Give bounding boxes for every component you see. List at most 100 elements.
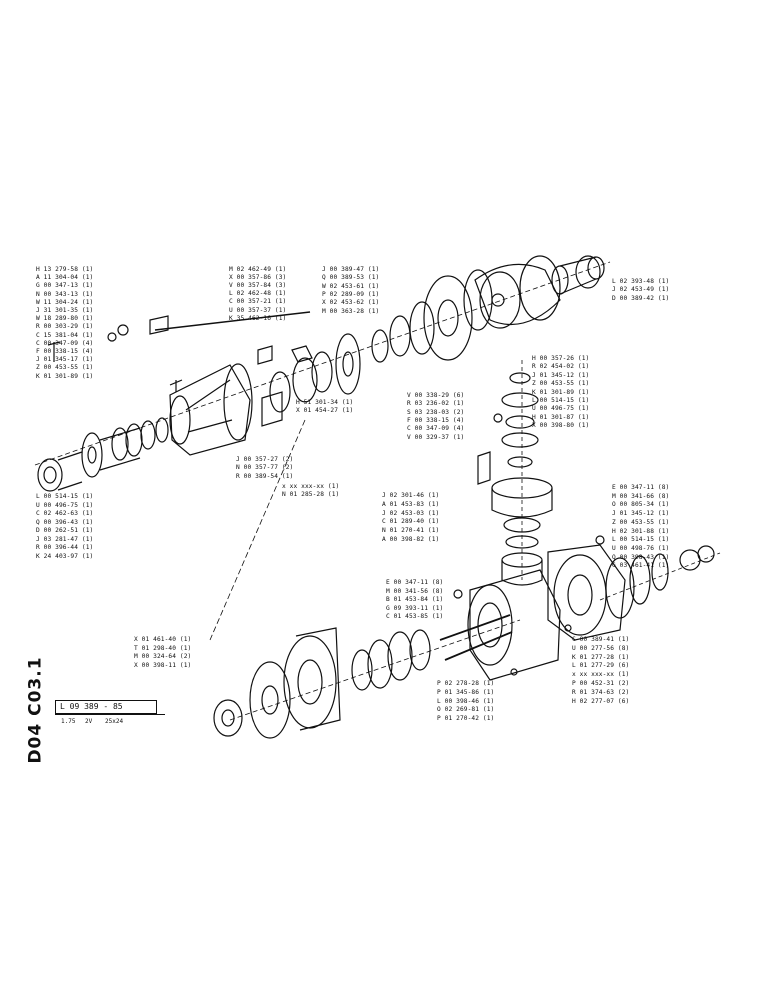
lower-gear-housing — [439, 569, 561, 681]
part-callout-bottom-right: H 02 277-07 (6) — [572, 697, 630, 705]
upper-right-drum — [474, 255, 561, 329]
part-callout-right-group: O 00 805-34 (1) — [612, 501, 670, 509]
part-callout-bottom-left: X 01 461-40 (1) — [134, 636, 192, 643]
upper-gear-group — [371, 269, 493, 363]
part-callout-right-group: J 01 345-12 (1) — [612, 510, 670, 518]
part-callout-bottom-left: M 00 324-64 (2) — [134, 653, 192, 661]
part-callout-upper-left: J 01 345-17 (1) — [36, 356, 94, 364]
part-callout-upper-right: J 00 389-47 (1) — [322, 266, 380, 273]
part-callout-center-right: R 02 454-02 (1) — [532, 363, 590, 371]
title-footer: 1.75 2V 25x24 — [55, 714, 165, 727]
left-bearings — [111, 417, 169, 461]
part-callout-center-stack: N 01 270-41 (1) — [382, 527, 440, 535]
part-callout-far-right: J 02 453-49 (1) — [612, 286, 670, 294]
part-callout-upper-left: W 18 289-80 (1) — [36, 315, 94, 323]
upper-left-small-parts — [47, 311, 311, 392]
part-callout-bottom-right: P 00 452-31 (2) — [572, 680, 630, 687]
footer-small: 1.75 — [61, 718, 76, 725]
part-callout-bottom-left: T 01 298-40 (1) — [134, 644, 192, 652]
right-output-housing — [547, 535, 721, 641]
part-callout-bottom-center: L 00 398-46 (1) — [437, 697, 495, 705]
part-callout-upper-right: Q 00 389-53 (1) — [322, 274, 380, 282]
part-callout-bottom-center: O 02 269-81 (1) — [437, 706, 495, 714]
part-callout-bottom-center: P 02 278-28 (1) — [437, 680, 495, 687]
vertical-column-assembly — [477, 360, 553, 586]
part-callout-center-mid: V 00 329-37 (1) — [407, 433, 465, 441]
part-callout-upper-right: P 02 289-09 (1) — [322, 290, 380, 298]
part-callout-upper-middle: K 35 462-16 (1) — [229, 314, 287, 322]
part-callout-upper-left: F 00 338-15 (4) — [36, 348, 94, 355]
part-callout-upper-left: Z 00 453-55 (1) — [36, 364, 94, 372]
part-callout-bottom-right: C 00 389-41 (1) — [572, 636, 630, 643]
part-callout-upper-middle: X 00 357-86 (3) — [229, 274, 287, 282]
part-callout-lower-left: Q 00 396-43 (1) — [36, 518, 94, 526]
part-callout-lower-left: J 03 281-47 (1) — [36, 535, 94, 543]
part-callout-center-lower: R 00 389-54 (1) — [236, 472, 294, 480]
part-callout-upper-middle: V 00 357-84 (3) — [229, 282, 287, 290]
drawing-number-box: L 09 389 - 85 — [55, 700, 157, 714]
part-callout-upper-left: H 13 279-58 (1) — [36, 266, 94, 273]
drawing-number: L 09 389 - 85 — [60, 702, 123, 711]
part-callout-upper-middle: M 02 462-49 (1) — [229, 266, 287, 273]
part-callout-upper-right: X 02 453-62 (1) — [322, 299, 380, 307]
part-callout-upper-left: C 15 381-04 (1) — [36, 331, 94, 339]
part-callout-lower-left: R 00 396-44 (1) — [36, 544, 94, 551]
part-callout-lower-left: D 00 262-51 (1) — [36, 527, 94, 534]
part-callout-center-lower: X 01 454-27 (1) — [296, 407, 354, 414]
left-cone-housing — [169, 363, 253, 456]
part-callout-upper-left: G 00 347-13 (1) — [36, 282, 94, 290]
assembly-link-line — [209, 419, 306, 641]
left-end-nut — [37, 451, 83, 492]
part-callout-center-stack: J 02 301-46 (1) — [382, 492, 440, 499]
part-callout-upper-left: K 01 301-89 (1) — [36, 372, 94, 380]
part-callout-center-mid: V 00 338-29 (6) — [407, 392, 465, 399]
part-callout-center-bottom-left: B 01 453-84 (1) — [386, 596, 444, 603]
upper-right-end-bearing — [551, 255, 605, 295]
part-callout-center-mid: S 03 238-03 (2) — [407, 408, 465, 416]
footer-size: 25x24 — [105, 718, 124, 725]
part-callout-right-group: Q 00 398-43 (1) — [612, 553, 670, 561]
part-callout-right-group: Z 00 453-55 (1) — [612, 518, 670, 526]
part-callout-center-lower: H 51 301-34 (1) — [296, 399, 354, 406]
part-callout-bottom-right: L 01 277-29 (6) — [572, 662, 630, 670]
part-callout-center-right: J 01 345-12 (1) — [532, 371, 590, 379]
part-callout-center-right: L 00 514-15 (1) — [532, 397, 590, 404]
part-callout-center-bottom-left: M 00 341-56 (8) — [386, 587, 444, 595]
upper-shaft-axis — [34, 261, 611, 466]
part-callout-bottom-right: R 01 374-63 (2) — [572, 688, 630, 696]
left-flange — [81, 427, 141, 478]
part-callout-center-lower: N 00 357-77 (2) — [236, 464, 294, 472]
part-callout-upper-middle: C 00 357-21 (1) — [229, 298, 287, 306]
part-callout-center-right: Z 00 453-55 (1) — [532, 380, 590, 388]
part-callout-center-right: U 00 496-75 (1) — [532, 405, 590, 413]
part-callout-center-mid: F 00 338-15 (4) — [407, 416, 465, 424]
part-callout-bottom-left: X 00 398-11 (1) — [134, 661, 192, 669]
part-callout-lower-left: L 00 514-15 (1) — [36, 493, 94, 500]
part-callout-center-right: X 00 398-80 (1) — [532, 422, 590, 430]
part-callout-upper-middle: L 02 462-48 (1) — [229, 290, 287, 298]
part-callout-center-mid: R 03 236-02 (1) — [407, 400, 465, 408]
part-callout-center-right: H 01 301-87 (1) — [532, 413, 590, 421]
part-callout-right-group: E 00 347-11 (8) — [612, 484, 670, 491]
part-callout-right-group: H 02 301-88 (1) — [612, 527, 670, 535]
lower-shaft-parts — [213, 589, 572, 739]
part-callout-upper-right: M 00 363-28 (1) — [322, 307, 380, 315]
part-callout-right-group: U 00 498-76 (1) — [612, 544, 670, 552]
part-callout-lower-left: C 02 462-63 (1) — [36, 510, 94, 517]
part-callout-upper-left: N 00 343-13 (1) — [36, 290, 94, 298]
part-callout-upper-left: J 31 301-35 (1) — [36, 307, 94, 314]
footer-model: 2V — [85, 718, 93, 725]
part-callout-center-bottom-left: G 09 393-11 (1) — [386, 604, 444, 612]
part-callout-bottom-right: K 01 277-28 (1) — [572, 653, 630, 661]
part-callout-upper-right: W 02 453-61 (1) — [322, 282, 380, 290]
part-callout-center-lower: J 00 357-27 (2) — [236, 456, 294, 463]
middle-shaft-parts — [257, 333, 361, 427]
part-callout-center-stack: J 02 453-03 (1) — [382, 509, 440, 517]
part-callout-upper-left: W 11 304-24 (1) — [36, 298, 94, 306]
part-callout-right-group: L 00 514-15 (1) — [612, 536, 670, 544]
part-callout-bottom-center: P 01 270-42 (1) — [437, 715, 495, 723]
side-code-text: D04 C03.1 — [25, 656, 46, 764]
part-callout-center-stack: A 01 453-83 (1) — [382, 500, 440, 508]
part-callout-lower-left: K 24 403-97 (1) — [36, 552, 94, 560]
